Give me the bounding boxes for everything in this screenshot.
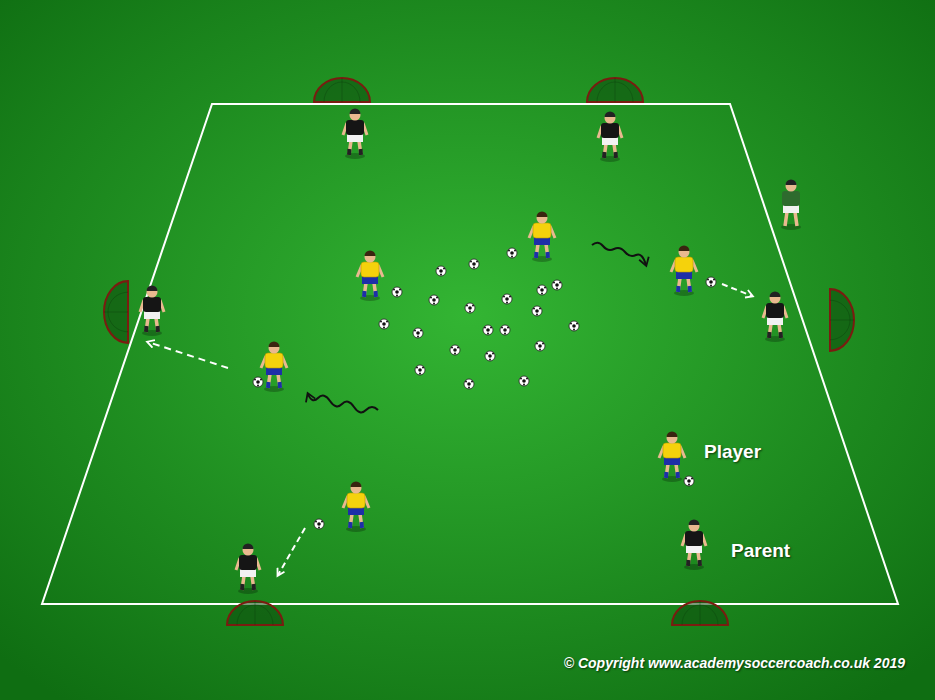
parents bbox=[140, 109, 801, 595]
ball bbox=[537, 285, 547, 295]
player-label: Player bbox=[704, 441, 761, 463]
ball bbox=[415, 365, 425, 375]
ball bbox=[569, 321, 579, 331]
ball bbox=[392, 287, 402, 297]
ball bbox=[535, 341, 545, 351]
ball bbox=[465, 303, 475, 313]
mini-goals bbox=[104, 78, 854, 625]
ball bbox=[469, 259, 479, 269]
players-with-balls bbox=[253, 277, 716, 529]
parent-label: Parent bbox=[731, 540, 790, 562]
ball-cluster bbox=[379, 248, 579, 389]
ball bbox=[483, 325, 493, 335]
ball bbox=[507, 248, 517, 258]
ball bbox=[450, 345, 460, 355]
ball bbox=[502, 294, 512, 304]
ball bbox=[429, 295, 439, 305]
copyright-notice: © Copyright www.academysoccercoach.co.uk… bbox=[564, 655, 905, 671]
ball bbox=[379, 319, 389, 329]
ball bbox=[413, 328, 423, 338]
players bbox=[261, 212, 697, 533]
ball bbox=[485, 351, 495, 361]
ball bbox=[532, 306, 542, 316]
ball bbox=[519, 376, 529, 386]
ball bbox=[552, 280, 562, 290]
movement-arrows bbox=[148, 243, 752, 575]
ball bbox=[436, 266, 446, 276]
ball bbox=[500, 325, 510, 335]
pitch-boundary bbox=[42, 104, 898, 604]
ball bbox=[464, 379, 474, 389]
